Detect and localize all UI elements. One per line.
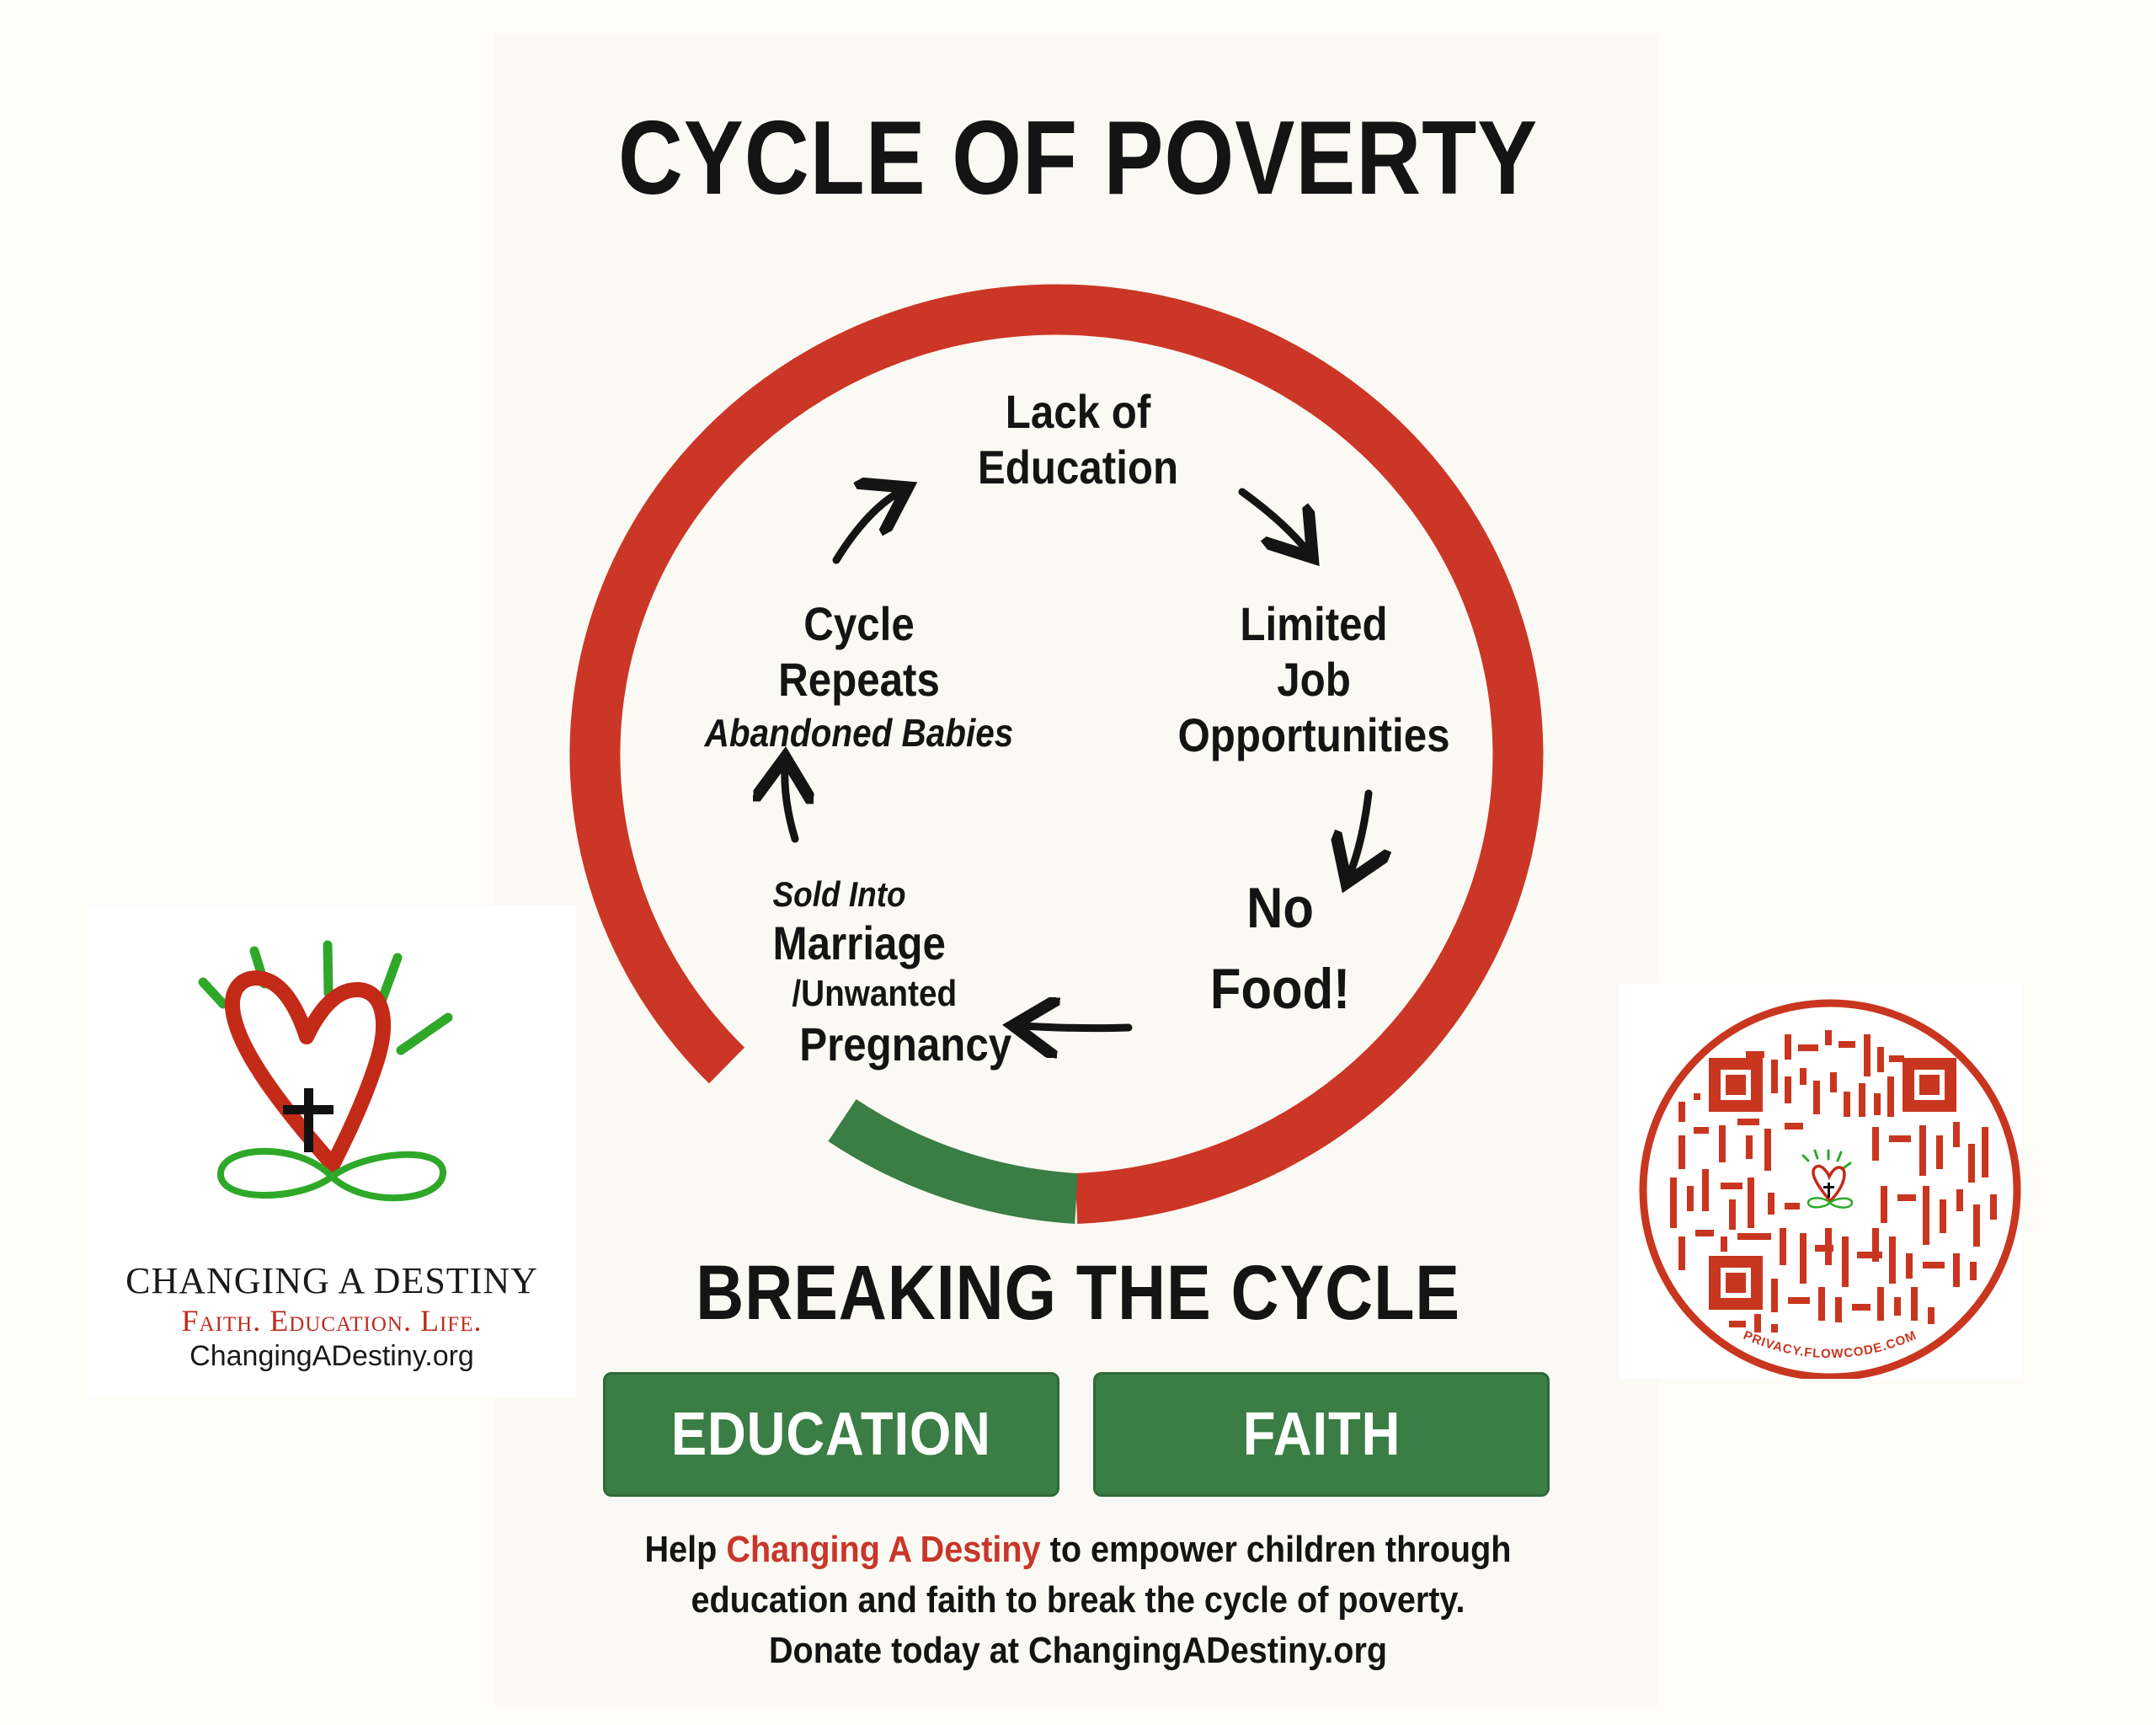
footer-line-3: Donate today at ChangingADestiny.org xyxy=(768,1630,1388,1671)
node-no-food: No Food! xyxy=(1132,868,1428,1029)
node-limited-job-opportunities: Limited Job Opportunities xyxy=(1150,596,1476,763)
node-line: Opportunities xyxy=(1177,708,1450,761)
node-lack-of-education: Lack of Education xyxy=(930,384,1226,495)
education-button-label: EDUCATION xyxy=(671,1401,991,1468)
node-line: Limited xyxy=(1240,597,1388,650)
slash: / xyxy=(792,973,802,1014)
donation-qr-code[interactable]: PRIVACY.FLOWCODE.COM xyxy=(1620,984,2021,1379)
faith-button-label: FAITH xyxy=(1242,1401,1401,1468)
faith-button[interactable]: FAITH xyxy=(1093,1372,1550,1497)
breaking-cycle-heading: BREAKING THE CYCLE xyxy=(696,1250,1460,1336)
node-line-unwanted: /Unwanted xyxy=(755,970,1081,1017)
node-line: Repeats xyxy=(778,653,940,706)
node-line: No xyxy=(1246,876,1314,940)
footer-brand: Changing A Destiny xyxy=(726,1529,1041,1570)
node-line: Pregnancy xyxy=(799,1017,1012,1071)
node-line: Food! xyxy=(1209,957,1351,1021)
node-line: Cycle xyxy=(803,597,915,650)
footer-message: Help Changing A Destiny to empower child… xyxy=(505,1525,1651,1676)
logo-url[interactable]: ChangingADestiny.org xyxy=(189,1340,474,1372)
organization-logo: CHANGING A DESTINY Faith. Education. Lif… xyxy=(88,905,576,1397)
qr-code-icon: PRIVACY.FLOWCODE.COM xyxy=(1639,999,2021,1379)
heart-cross-logo-icon xyxy=(198,940,453,1202)
node-line: Job xyxy=(1277,653,1351,706)
footer-line-1: Help Changing A Destiny to empower child… xyxy=(563,1525,1593,1575)
footer-text: to empower children through xyxy=(1040,1529,1512,1570)
page-title: CYCLE OF POVERTY xyxy=(617,100,1539,216)
node-line: Education xyxy=(977,441,1179,494)
logo-name: CHANGING A DESTINY xyxy=(125,1260,538,1301)
node-subline: Sold Into xyxy=(772,874,906,914)
node-line: Marriage xyxy=(772,916,946,969)
node-line: Lack of xyxy=(1005,385,1151,438)
node-cycle-repeats: Cycle Repeats Abandoned Babies xyxy=(681,596,1037,758)
footer-line-2: education and faith to break the cycle o… xyxy=(691,1579,1465,1621)
node-subline: Abandoned Babies xyxy=(704,711,1014,755)
node-sold-into-marriage: Sold Into Marriage /Unwanted Pregnancy xyxy=(755,873,1081,1071)
logo-tagline: Faith. Education. Life. xyxy=(181,1304,483,1338)
footer-text: Help xyxy=(644,1529,727,1570)
education-button[interactable]: EDUCATION xyxy=(603,1372,1059,1497)
unwanted-text: Unwanted xyxy=(801,973,958,1014)
